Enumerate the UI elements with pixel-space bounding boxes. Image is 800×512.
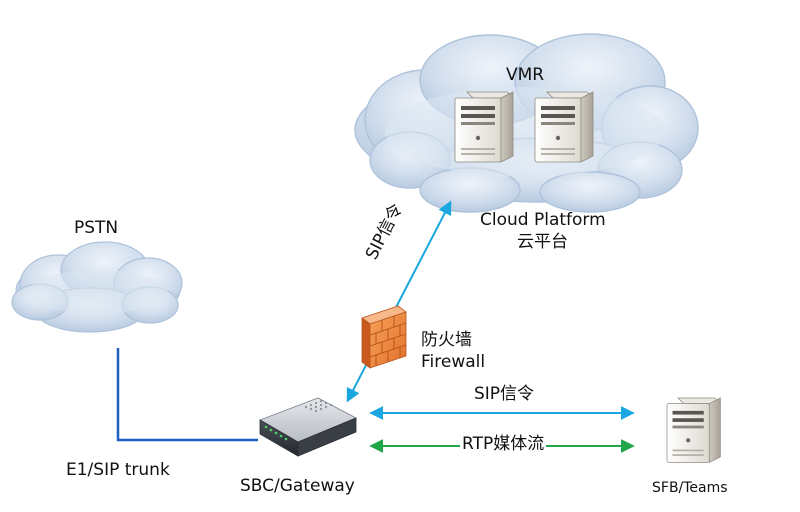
firewall-zh-label: 防火墙 [421, 330, 472, 350]
pstn-label: PSTN [74, 218, 119, 238]
sbc-gateway-label: SBC/Gateway [240, 476, 355, 496]
vmr-server-icon [534, 91, 594, 163]
e1-sip-trunk-label: E1/SIP trunk [66, 460, 170, 480]
rtp-media-label: RTP媒体流 [460, 434, 547, 455]
sfb-teams-server-icon [666, 397, 721, 463]
cloud-platform-label: Cloud Platform [480, 210, 606, 230]
vmr-label: VMR [506, 65, 545, 85]
cloud-platform-cloud-icon [354, 33, 699, 213]
firewall-brick-wall-icon [361, 305, 407, 369]
firewall-label: Firewall [421, 352, 486, 372]
sfb-teams-label: SFB/Teams [652, 480, 728, 496]
cloud-platform-zh-label: 云平台 [517, 232, 568, 252]
sip-signaling-cloud-arrow [346, 200, 452, 403]
sip-signaling-teams-label: SIP信令 [474, 384, 535, 404]
pstn-cloud-icon [11, 241, 183, 333]
e1-sip-trunk-line [116, 348, 258, 442]
sbc-gateway-device-icon [259, 397, 357, 457]
vmr-server-icon [454, 91, 514, 163]
